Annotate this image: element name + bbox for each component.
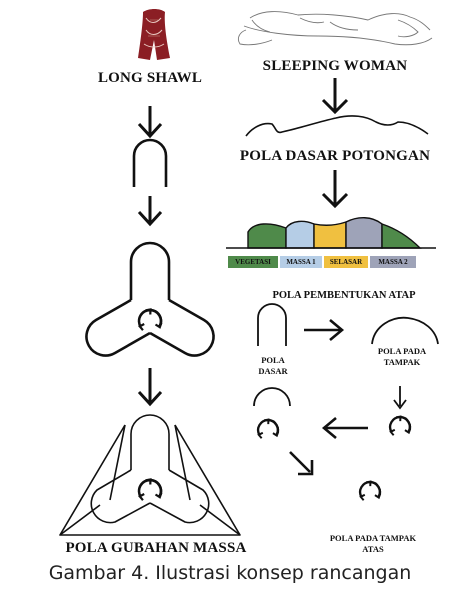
section-diagram: [226, 217, 436, 249]
long-shawl-icon: [138, 9, 170, 60]
sleeping-woman-icon: [237, 11, 433, 46]
section-massa1: [285, 220, 315, 249]
label-pola-dasar: POLA DASAR: [258, 355, 288, 376]
arrow-shawl-to-arch: [137, 106, 163, 139]
label-pola-gubahan-massa: POLA GUBAHAN MASSA: [65, 540, 247, 556]
profile-outline-line: [245, 115, 429, 137]
section-vegetation: [247, 223, 287, 249]
label-long-shawl: LONG SHAWL: [97, 70, 203, 86]
mass-composition-shape: [59, 414, 241, 536]
arrow-tampak-down: [393, 386, 407, 410]
label-sleeping-woman: SLEEPING WOMAN: [262, 58, 408, 74]
section-massa2: [345, 217, 383, 249]
legend-massa2: MASSA 2: [370, 256, 416, 268]
cycle-icon-3: [386, 413, 414, 437]
cycle-icon-1: [134, 305, 166, 332]
label-pola-pada-tampak: POLA PADA TAMPAK: [377, 346, 427, 367]
cycle-icon-2: [134, 475, 166, 502]
arrow-woman-to-outline: [321, 78, 349, 115]
arrow-tri-to-mass: [137, 368, 163, 407]
section-vegetation-right: [381, 223, 422, 249]
arrow-arch-to-tri: [137, 196, 163, 227]
figure-caption: Gambar 4. Ilustrasi konsep rancangan: [48, 562, 412, 584]
label-pola-pembentukan-atap: POLA PEMBENTUKAN ATAP: [272, 290, 416, 301]
section-selasar: [313, 221, 347, 249]
arrow-dasar-to-tampak: [304, 319, 345, 341]
arrow-diagonal: [289, 451, 314, 476]
pola-dasar-arch: [257, 303, 287, 346]
arrow-right-to-left: [321, 417, 368, 439]
pola-tampak-arc: [371, 316, 439, 345]
label-pola-pada-tampak-atas: POLA PADA TAMPAK ATAS: [329, 533, 417, 554]
legend-selasar: SELASAR: [324, 256, 368, 268]
tri-petal-shape: [85, 241, 215, 357]
legend-vegetasi: VEGETASI: [228, 256, 278, 268]
cycle-with-arc: [253, 387, 291, 440]
cycle-icon-final: [356, 478, 384, 502]
label-pola-dasar-potongan: POLA DASAR POTONGAN: [239, 148, 431, 164]
arch-outline-shape: [132, 138, 168, 187]
arrow-outline-to-section: [321, 170, 349, 209]
legend-massa1: MASSA 1: [280, 256, 322, 268]
